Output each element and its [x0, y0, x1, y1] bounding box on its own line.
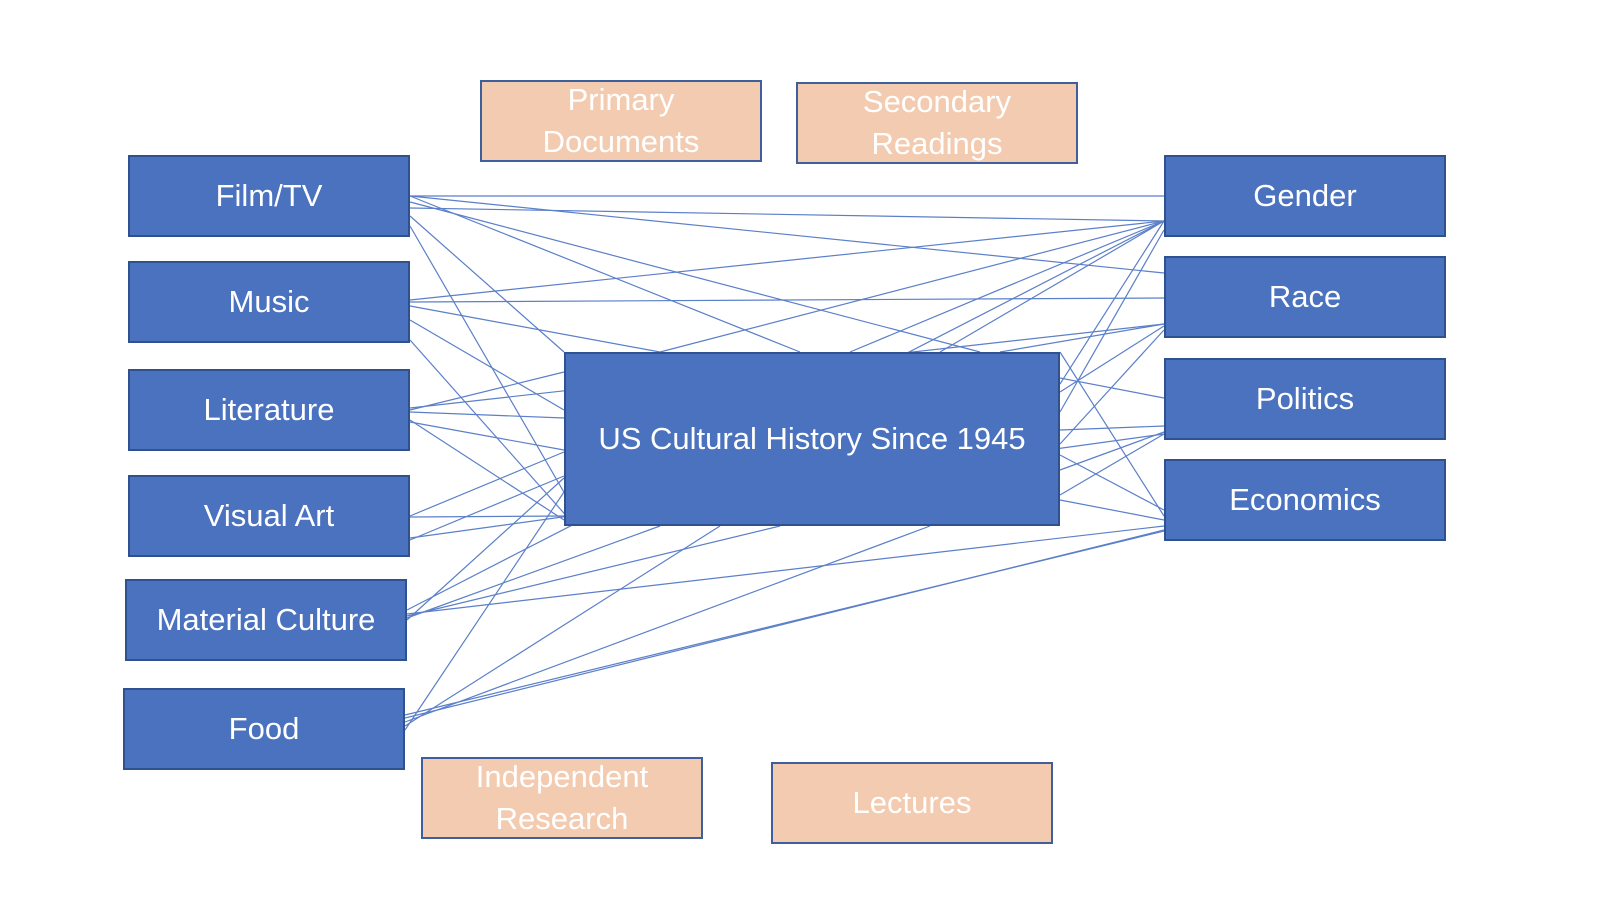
- topic-visual-art: Visual Art: [128, 475, 410, 557]
- connector-line: [1059, 377, 1165, 399]
- connector-line: [409, 319, 565, 411]
- connector-line: [1059, 425, 1165, 431]
- connector-line: [409, 225, 581, 521]
- connector-line: [939, 220, 1165, 353]
- lectures-label: Lectures: [852, 785, 972, 821]
- topic-gender: Gender: [1164, 155, 1446, 237]
- connector-line: [1059, 433, 1165, 496]
- connector-line: [409, 207, 1165, 222]
- primary-documents-box: Primary Documents: [480, 80, 762, 162]
- connector-line: [409, 515, 565, 518]
- central-topic-label: US Cultural History Since 1945: [598, 421, 1026, 457]
- topic-race-label: Race: [1268, 279, 1342, 315]
- connector-line: [406, 525, 1165, 615]
- secondary-readings-box: Secondary Readings: [796, 82, 1078, 164]
- connector-line: [404, 491, 565, 731]
- lectures-box: Lectures: [771, 762, 1053, 844]
- topic-gender-label: Gender: [1253, 178, 1357, 214]
- topic-politics: Politics: [1164, 358, 1446, 440]
- topic-material-culture-label: Material Culture: [156, 602, 376, 638]
- connector-line: [404, 525, 721, 727]
- topic-music-label: Music: [228, 284, 310, 320]
- connector-line: [409, 201, 981, 353]
- topic-economics-label: Economics: [1229, 482, 1381, 518]
- independent-research-label: Independent Research: [475, 759, 649, 836]
- topic-film-tv: Film/TV: [128, 155, 410, 237]
- connector-line: [409, 475, 565, 541]
- topic-food: Food: [123, 688, 405, 770]
- central-topic-box: US Cultural History Since 1945: [564, 352, 1060, 526]
- topic-material-culture: Material Culture: [125, 579, 407, 661]
- connector-line: [404, 530, 1165, 716]
- connector-line: [1059, 220, 1165, 385]
- independent-research-box: Independent Research: [421, 757, 703, 839]
- topic-film-tv-label: Film/TV: [215, 178, 323, 214]
- topic-race: Race: [1164, 256, 1446, 338]
- connector-line: [409, 195, 1165, 274]
- connector-line: [404, 525, 931, 723]
- connector-line: [1059, 454, 1165, 511]
- connector-line: [1059, 329, 1165, 445]
- connector-line: [409, 195, 801, 353]
- connector-line: [1059, 351, 1165, 517]
- connector-line: [849, 220, 1165, 353]
- topic-literature-label: Literature: [203, 392, 335, 428]
- topic-visual-art-label: Visual Art: [203, 498, 335, 534]
- connector-line: [1059, 499, 1165, 521]
- secondary-readings-label: Secondary Readings: [862, 84, 1012, 161]
- topic-economics: Economics: [1164, 459, 1446, 541]
- connector-line: [409, 220, 1165, 301]
- connector-line: [409, 411, 565, 419]
- connector-line: [409, 371, 565, 411]
- connector-line: [409, 297, 1165, 303]
- connector-line: [409, 451, 565, 517]
- topic-politics-label: Politics: [1255, 381, 1355, 417]
- connector-line: [406, 525, 781, 617]
- topic-food-label: Food: [228, 711, 300, 747]
- primary-documents-label: Primary Documents: [542, 82, 700, 159]
- connector-line: [659, 220, 1165, 353]
- connector-line: [409, 421, 565, 451]
- connector-line: [999, 323, 1165, 353]
- connector-line: [409, 339, 571, 521]
- topic-music: Music: [128, 261, 410, 343]
- connector-line: [409, 419, 565, 521]
- connector-line: [406, 525, 661, 619]
- connector-line: [409, 305, 661, 353]
- topic-literature: Literature: [128, 369, 410, 451]
